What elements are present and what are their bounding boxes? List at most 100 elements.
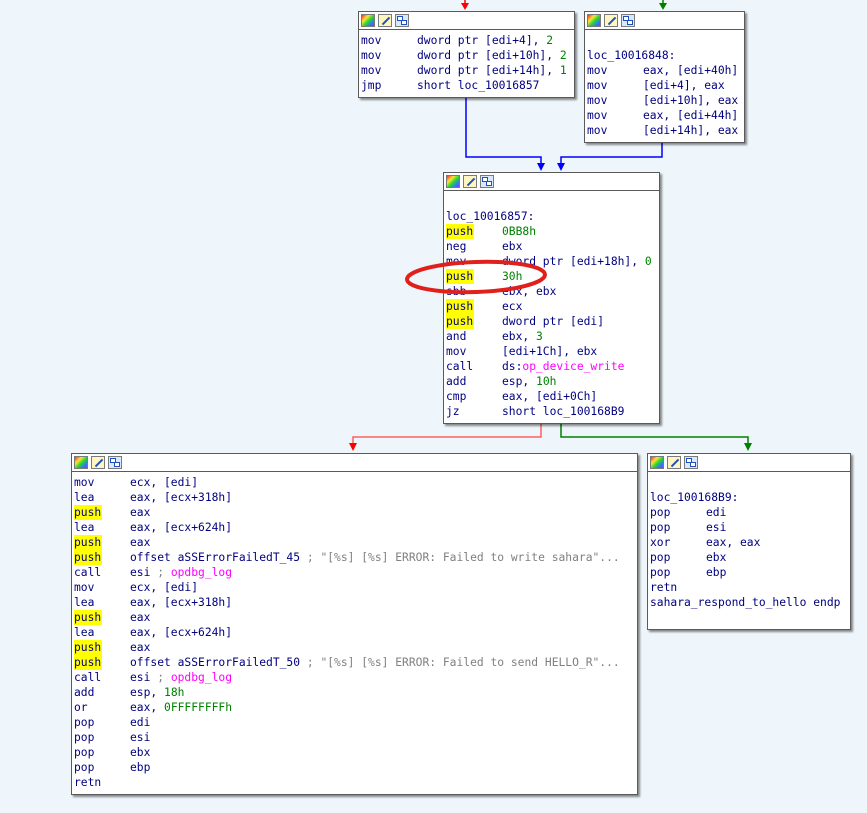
mnemonic: mov [446,345,467,358]
immediate-value: 2 [559,49,567,62]
instruction-line[interactable]: retn [74,775,637,790]
edit-pencil-icon[interactable] [463,175,477,188]
color-palette-icon[interactable] [361,14,375,27]
operand: eax, [edi+44h] [643,109,739,122]
color-palette-icon[interactable] [74,456,88,469]
location-label[interactable]: loc_100168B9: [650,491,739,504]
mnemonic: mov [361,64,382,77]
edit-pencil-icon[interactable] [604,14,618,27]
color-palette-icon[interactable] [650,456,664,469]
instruction-line[interactable]: mov [edi+1Ch], ebx [446,344,659,359]
operand: eax, [ecx+624h] [130,521,233,534]
operand: [edi+1Ch], ebx [502,345,598,358]
graph-overview-icon[interactable] [395,14,409,27]
edit-pencil-icon[interactable] [91,456,105,469]
symbol-reference[interactable]: opdbg_log [170,671,233,684]
graph-overview-icon[interactable] [684,456,698,469]
mnemonic: pop [74,731,95,744]
operand: eax, [edi+40h] [643,64,739,77]
mnemonic: lea [74,626,95,639]
mnemonic: mov [361,49,382,62]
mnemonic: neg [446,240,467,253]
operand: short loc_10016857 [417,79,540,92]
edit-pencil-icon[interactable] [667,456,681,469]
operand: [edi+4], eax [643,79,725,92]
instruction-line[interactable]: mov[edi+10h], eax [587,93,744,108]
symbol-reference[interactable]: opdbg_log [170,566,233,579]
operand: dword ptr [edi+4], [417,34,547,47]
color-palette-icon[interactable] [587,14,601,27]
instruction-line[interactable]: mov[edi+4], eax [587,78,744,93]
color-palette-icon[interactable] [446,175,460,188]
location-label[interactable]: loc_10016848: [587,49,676,62]
graph-overview-icon[interactable] [621,14,635,27]
mnemonic: mov [587,94,608,107]
location-label[interactable]: loc_10016857: [446,210,535,223]
graph-overview-icon[interactable] [108,456,122,469]
immediate-value: 1 [559,64,567,77]
edge-false-branch [352,422,542,445]
graph-overview-icon[interactable] [480,175,494,188]
edge-jmp-left [465,97,542,165]
operand: eax, eax [706,536,761,549]
immediate-value: 2 [546,34,554,47]
symbol-reference[interactable]: op_device_write [522,360,625,373]
edit-pencil-icon[interactable] [378,14,392,27]
instruction-line[interactable]: mov[edi+14h], eax [587,123,744,138]
comment: ; [157,671,171,684]
mnemonic: push [74,640,102,655]
mnemonic: push [74,655,102,670]
instruction-line[interactable]: retn [650,580,850,595]
mnemonic: pop [650,506,671,519]
